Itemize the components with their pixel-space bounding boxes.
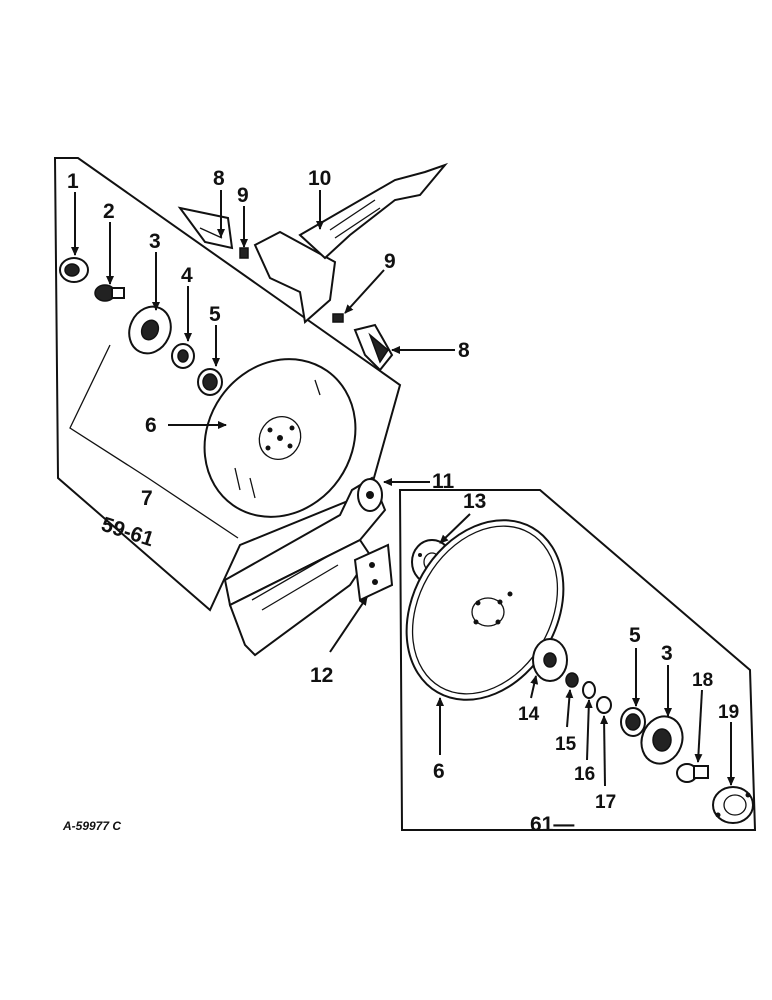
washer-15-part: [565, 672, 579, 688]
callout-18: 18: [692, 670, 713, 691]
spacer-plate-part: [353, 543, 394, 602]
callout-9-lower: 9: [384, 250, 396, 273]
washer-17-part: [596, 696, 612, 714]
callout-6-right: 6: [433, 760, 445, 783]
callout-7: 7: [141, 487, 153, 510]
washer-16-part: [582, 681, 596, 699]
callout-17: 17: [595, 792, 616, 813]
right-group-range: 61—: [530, 813, 574, 836]
callout-14: 14: [518, 704, 540, 725]
callout-6: 6: [145, 414, 157, 437]
hub-bolt-part: [94, 284, 125, 302]
callout-9: 9: [237, 184, 249, 207]
callout-8: 8: [213, 167, 225, 190]
drawing-code: A-59977 C: [62, 819, 121, 833]
dust-cap-part-2: [712, 786, 754, 824]
left-group-range: 59-61: [98, 513, 156, 552]
disc-blade-part: [203, 358, 357, 518]
right-group-outline: [398, 489, 757, 831]
scraper-arm-part: [223, 476, 387, 657]
hub-flange-part: [128, 305, 172, 355]
callout-5: 5: [209, 303, 221, 326]
mount-bracket-part: [253, 162, 449, 324]
bearing-part-2: [620, 707, 646, 737]
bolt-part: [239, 247, 249, 259]
hub-plate-part: [532, 638, 568, 682]
callout-1: 1: [67, 170, 79, 193]
callout-12: 12: [310, 664, 333, 687]
scraper-bracket-part-2: [353, 323, 394, 372]
callout-16: 16: [574, 764, 595, 785]
callout-11: 11: [432, 470, 455, 493]
hub-flange-part-2: [640, 715, 684, 765]
hub-bolt-part-2: [676, 763, 709, 783]
callout-19: 19: [718, 702, 739, 723]
bolt-part-2: [332, 313, 344, 323]
callout-2: 2: [103, 200, 115, 223]
callout-5-right: 5: [629, 624, 641, 647]
disc-blade-part-2: [405, 519, 565, 701]
callout-15: 15: [555, 734, 577, 755]
washer-part: [171, 343, 195, 369]
callout-13: 13: [463, 490, 486, 513]
left-group-outline: [53, 157, 402, 612]
bearing-part: [197, 368, 223, 396]
callout-8-lower: 8: [458, 339, 470, 362]
callout-4: 4: [181, 264, 193, 287]
scraper-bracket-part: [177, 206, 234, 250]
callout-3: 3: [149, 230, 161, 253]
callout-3-right: 3: [661, 642, 673, 665]
dust-cap-part: [59, 257, 89, 283]
callout-10: 10: [308, 167, 331, 190]
left-inner-bracket: [69, 344, 239, 539]
